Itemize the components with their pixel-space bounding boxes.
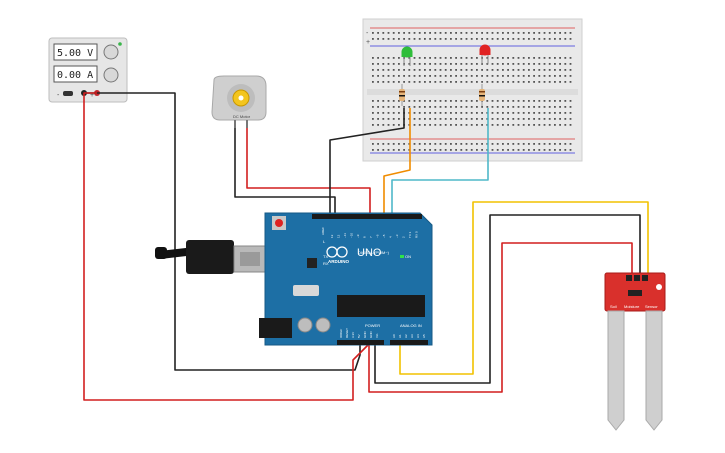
wire-motor-black[interactable]	[234, 128, 336, 214]
wire-green-led-signal[interactable]	[383, 108, 411, 214]
resistor-2[interactable]	[479, 84, 485, 106]
terminal-minus-label: -	[57, 92, 60, 99]
digital-header-label: DIGITAL (PWM~)	[358, 250, 390, 255]
rail-minus-label: -	[366, 30, 369, 37]
sensor-label-soil: Soil	[610, 304, 617, 309]
analog-header-label: ANALOG IN	[400, 323, 422, 328]
atmega-chip	[337, 295, 425, 317]
wire-breadboard-gnd[interactable]	[329, 108, 405, 214]
digital-pin-label: TX 1	[408, 231, 412, 238]
aref-label: AREF	[321, 227, 325, 235]
power-pin-label: GND	[363, 331, 367, 339]
breadboard-holes	[372, 32, 572, 151]
digital-pin-label: 7	[369, 236, 373, 238]
digital-pin-label: ~11	[343, 233, 347, 238]
breadboard[interactable]: - +	[362, 18, 583, 162]
rail-plus-label: +	[366, 39, 370, 46]
power-header-label: POWER	[365, 323, 380, 328]
dc-motor[interactable]: DC Motor	[211, 75, 267, 128]
arduino-brand-label: ARDUINO	[328, 259, 349, 264]
power-jack[interactable]	[259, 318, 292, 338]
analog-pin-label: A4	[416, 334, 420, 338]
analog-header	[390, 340, 428, 345]
soil-moisture-sensor[interactable]: Soil Moisture Sensor	[604, 272, 666, 431]
sensor-label-moisture: Moisture	[624, 304, 640, 309]
power-pin-label: RESET	[345, 328, 349, 338]
power-pin-label: 3.3V	[351, 332, 355, 338]
sensor-prong-left	[607, 310, 625, 431]
analog-pin-label: A1	[398, 334, 402, 338]
uno-model-label: UNO	[357, 247, 382, 259]
sensor-prong-right	[645, 310, 663, 431]
green-led[interactable]	[401, 46, 413, 67]
wire-motor-red[interactable]	[246, 128, 371, 214]
power-supply[interactable]: 5.00 V 0.00 A - +	[48, 37, 128, 103]
motor-label: DC Motor	[233, 114, 251, 119]
resistor-1[interactable]	[399, 84, 405, 106]
digital-pin-label: 4	[389, 236, 393, 238]
wire-sensor-gnd[interactable]	[374, 214, 641, 384]
l-label: L	[323, 239, 326, 244]
power-pin-label: GND	[369, 331, 373, 339]
digital-pin-label: ~3	[395, 234, 399, 238]
terminal-plus-label: +	[90, 92, 94, 99]
digital-pin-label: 12	[337, 234, 341, 238]
power-header	[337, 340, 384, 345]
voltage-knob[interactable]	[103, 44, 119, 60]
wire-sensor-signal[interactable]	[399, 201, 649, 375]
analog-pin-label: A3	[410, 334, 414, 338]
analog-pin-label: A5	[422, 334, 426, 338]
digital-pin-label: RX 0	[415, 231, 419, 238]
usb-cable[interactable]	[155, 240, 267, 274]
digital-pin-label: 2	[402, 236, 406, 238]
sensor-label-sensor: Sensor	[645, 304, 658, 309]
digital-header	[312, 214, 422, 219]
rx-label: RX	[323, 261, 329, 266]
analog-pin-label: A0	[392, 334, 396, 338]
digital-pin-label: 8	[363, 236, 367, 238]
on-label: ON	[405, 254, 411, 259]
power-pin-label: IOREF	[339, 329, 343, 338]
digital-pin-label: ~6	[376, 234, 380, 238]
digital-pin-label: ~10	[350, 233, 354, 238]
power-pin-label: 5V	[357, 334, 361, 338]
tx-label: TX	[323, 254, 328, 259]
wire-red-led-signal[interactable]	[391, 108, 489, 214]
digital-pin-label: 13	[330, 234, 334, 238]
voltage-readout: 5.00 V	[57, 48, 93, 59]
digital-pin-label: ~5	[382, 234, 386, 238]
wires	[83, 92, 649, 401]
power-pin-label: Vin	[375, 333, 379, 338]
analog-pin-label: A2	[404, 334, 408, 338]
red-led[interactable]	[479, 44, 491, 65]
current-readout: 0.00 A	[57, 70, 93, 81]
wire-sensor-vcc[interactable]	[368, 242, 633, 393]
digital-pin-label: ~9	[356, 234, 360, 238]
current-knob[interactable]	[103, 67, 119, 83]
